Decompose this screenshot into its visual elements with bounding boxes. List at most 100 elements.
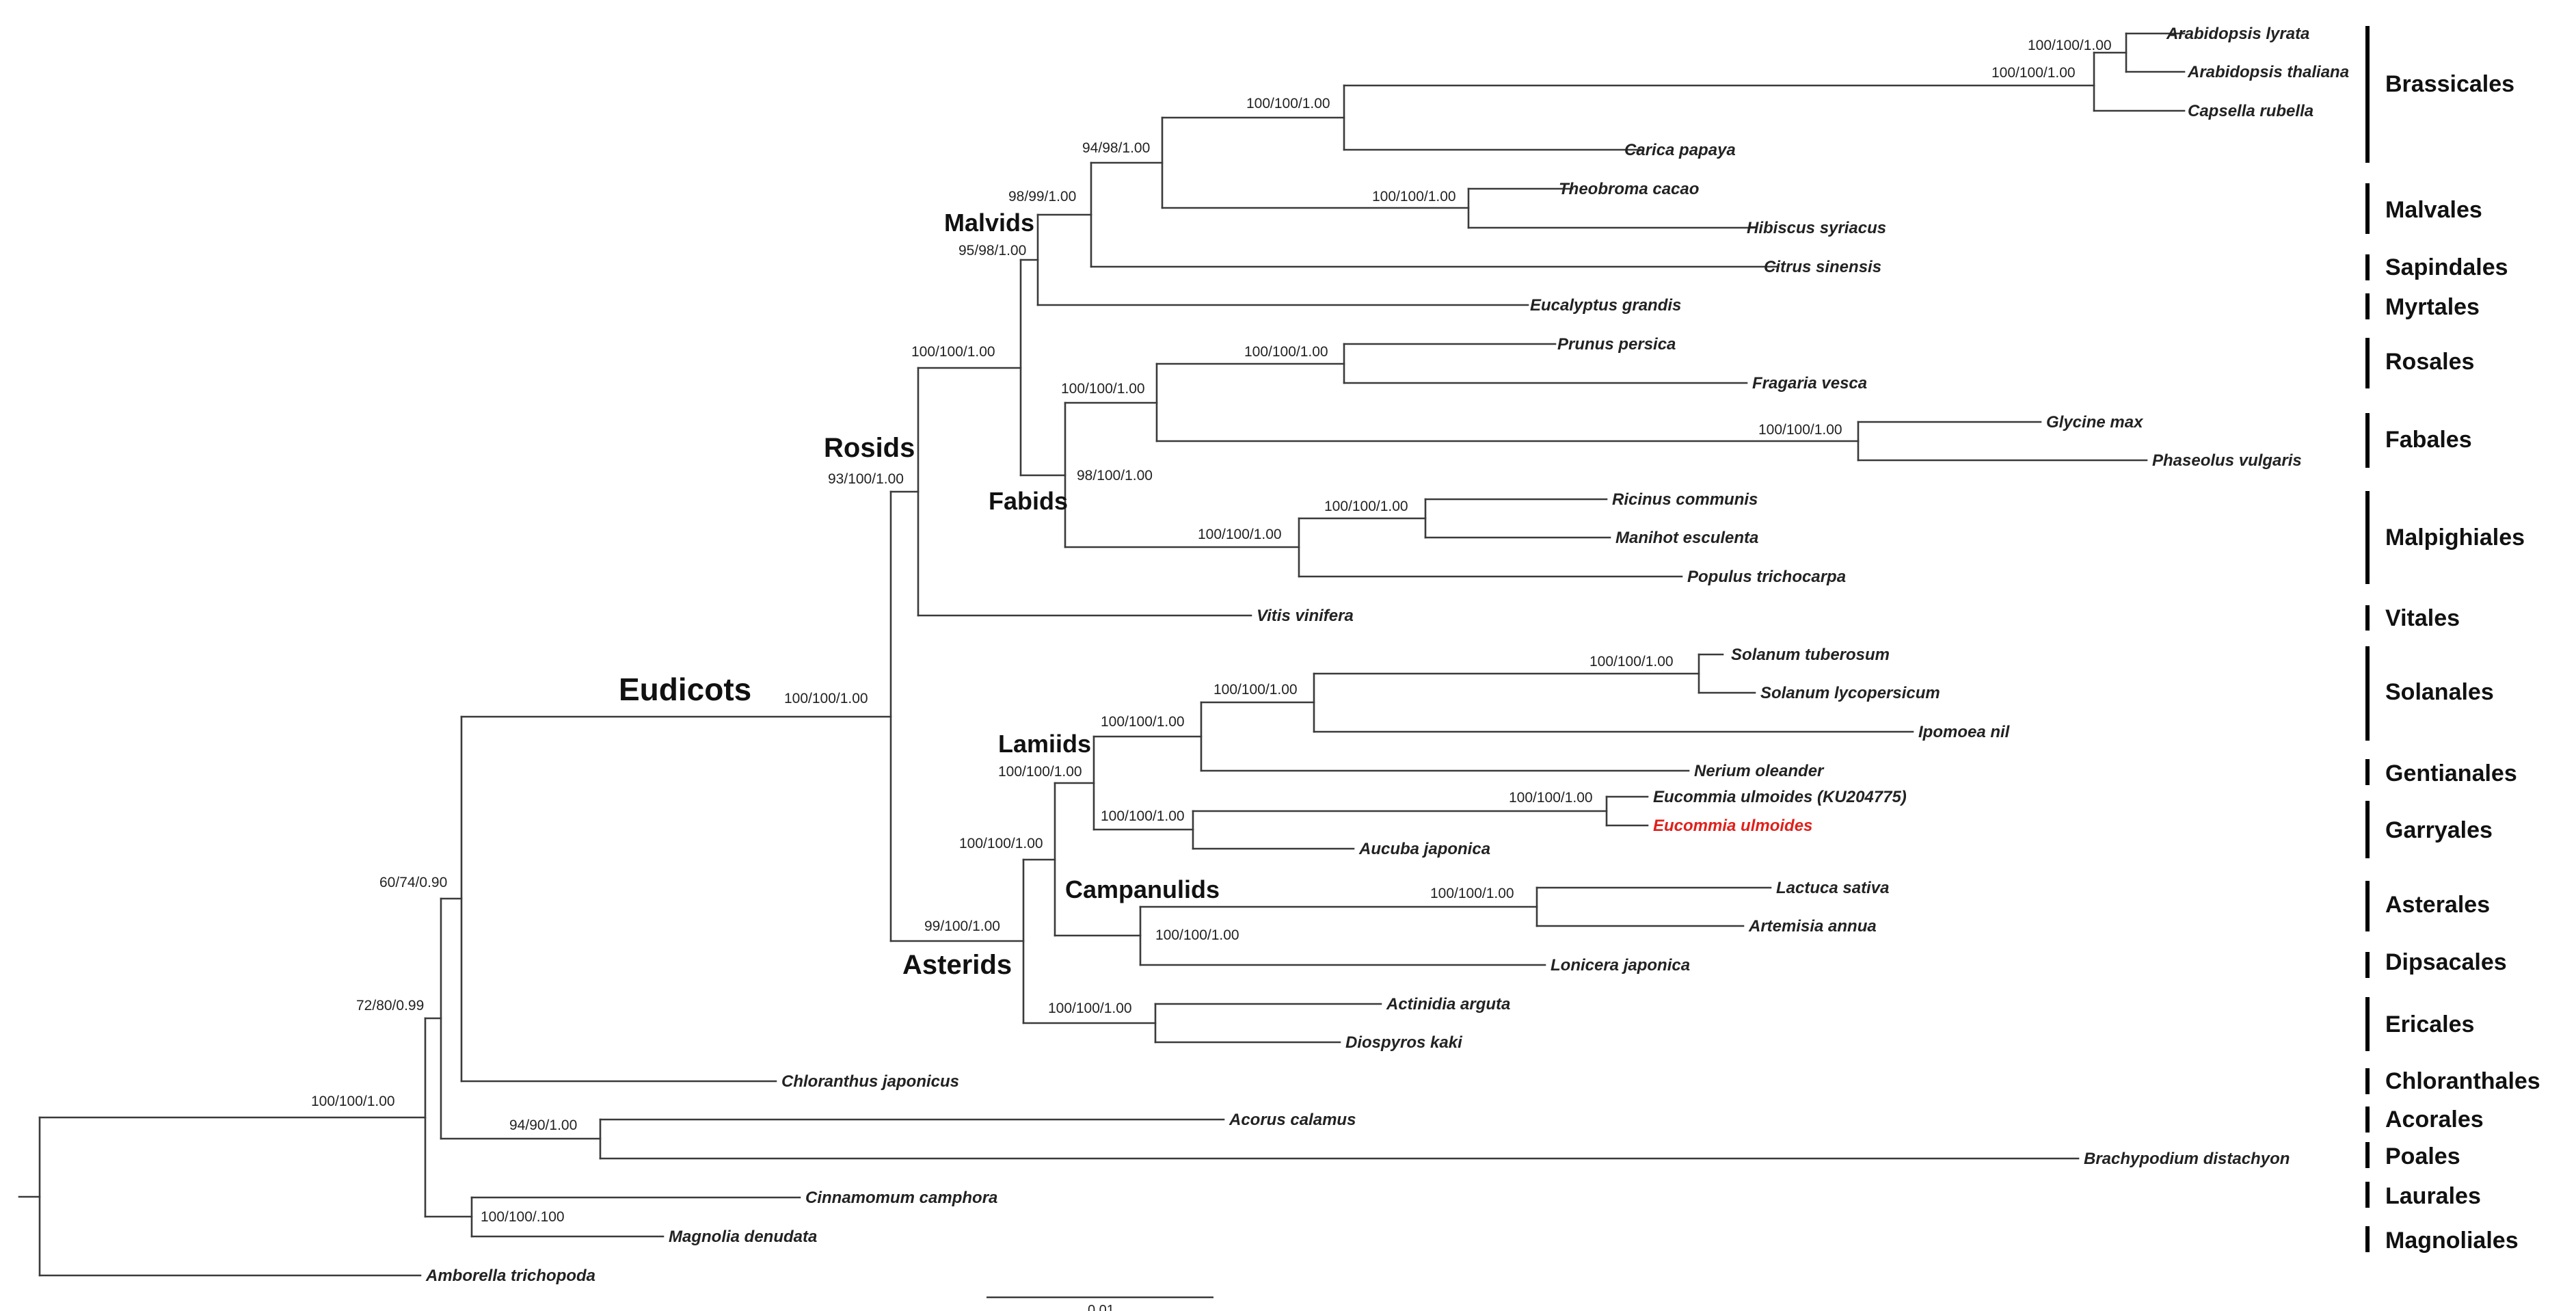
- order-asterales: Asterales: [2385, 892, 2490, 918]
- support-root: 100/100/1.00: [311, 1094, 395, 1109]
- order-annotations: Brassicales Malvales Sapindales Myrtales…: [2365, 26, 2540, 1254]
- support-rosales: 100/100/1.00: [1244, 344, 1328, 360]
- support-garryales: 100/100/1.00: [1101, 808, 1185, 824]
- tip-acorus-calamus: Acorus calamus: [1229, 1111, 1356, 1129]
- tip-populus-trichocarpa: Populus trichocarpa: [1687, 568, 1846, 586]
- support-magnoliids: 100/100/.100: [481, 1209, 565, 1225]
- tip-lonicera-japonica: Lonicera japonica: [1551, 956, 1690, 975]
- support-brass-carica: 100/100/1.00: [1246, 96, 1330, 111]
- tip-artemisia-annua: Artemisia annua: [1748, 917, 1877, 936]
- support-lam-camp: 100/100/1.00: [959, 836, 1043, 851]
- tip-eucalyptus-grandis: Eucalyptus grandis: [1530, 296, 1681, 315]
- support-solanales: 100/100/1.00: [1213, 682, 1298, 698]
- tip-nerium-oleander: Nerium oleander: [1694, 762, 1825, 780]
- tip-magnolia-denudata: Magnolia denudata: [669, 1228, 817, 1246]
- tip-glycine-max: Glycine max: [2046, 413, 2144, 432]
- tip-cinnamomum-camphora: Cinnamomum camphora: [805, 1189, 997, 1207]
- support-fabids: 98/100/1.00: [1077, 468, 1153, 484]
- support-eudicots: 100/100/1.00: [784, 691, 868, 706]
- support-eucommia: 100/100/1.00: [1509, 790, 1593, 806]
- tip-labels: Arabidopsis lyrata Arabidopsis thaliana …: [425, 25, 2349, 1285]
- tip-capsella-rubella: Capsella rubella: [2188, 102, 2313, 120]
- tip-diospyros-kaki: Diospyros kaki: [1345, 1033, 1463, 1052]
- support-lamiids: 100/100/1.00: [998, 764, 1082, 780]
- tip-prunus-persica: Prunus persica: [1557, 335, 1676, 354]
- support-ericales: 100/100/1.00: [1048, 1001, 1132, 1016]
- order-ericales: Ericales: [2385, 1011, 2474, 1037]
- scale-bar: 0.01: [987, 1296, 1213, 1311]
- order-acorales: Acorales: [2385, 1107, 2484, 1133]
- tip-brachypodium-distachyon: Brachypodium distachyon: [2084, 1150, 2290, 1168]
- support-ros-fab: 100/100/1.00: [1061, 381, 1145, 397]
- tip-theobroma-cacao: Theobroma cacao: [1559, 180, 1699, 198]
- support-solanum: 100/100/1.00: [1589, 654, 1674, 670]
- clade-fabids: Fabids: [989, 487, 1068, 515]
- tip-vitis-vinifera: Vitis vinifera: [1257, 607, 1354, 625]
- support-lam-sg: 100/100/1.00: [1101, 714, 1185, 730]
- order-myrtales: Myrtales: [2385, 294, 2480, 320]
- support-eud-chl: 60/74/0.90: [379, 875, 447, 890]
- order-garryales: Garryales: [2385, 817, 2493, 843]
- order-solanales: Solanales: [2385, 679, 2494, 705]
- tip-phaseolus-vulgaris: Phaseolus vulgaris: [2152, 451, 2302, 470]
- clade-campanulids: Campanulids: [1065, 875, 1220, 903]
- clade-lamiids: Lamiids: [998, 730, 1091, 758]
- tip-arabidopsis-lyrata: Arabidopsis lyrata: [2166, 25, 2309, 43]
- support-brass-inner: 100/100/1.00: [2028, 38, 2112, 53]
- order-malpighiales: Malpighiales: [2385, 525, 2525, 551]
- support-euph: 100/100/1.00: [1324, 499, 1408, 514]
- order-laurales: Laurales: [2385, 1183, 2481, 1209]
- tip-solanum-lycopersicum: Solanum lycopersicum: [1760, 684, 1940, 702]
- tip-chloranthus-japonicus: Chloranthus japonicus: [781, 1072, 959, 1091]
- order-magnoliales: Magnoliales: [2385, 1228, 2519, 1254]
- tip-aucuba-japonica: Aucuba japonica: [1358, 840, 1490, 858]
- support-94: 94/98/1.00: [1082, 140, 1150, 156]
- order-rosales: Rosales: [2385, 349, 2474, 375]
- tip-lactuca-sativa: Lactuca sativa: [1776, 879, 1889, 897]
- tip-eucommia-ulmoides: Eucommia ulmoides: [1653, 817, 1812, 835]
- support-rosids: 93/100/1.00: [828, 471, 904, 487]
- order-chloranthales: Chloranthales: [2385, 1068, 2540, 1094]
- support-monocots: 94/90/1.00: [509, 1117, 577, 1133]
- clade-labels: Eudicots Rosids Malvids Fabids Asterids …: [619, 209, 1220, 980]
- order-vitales: Vitales: [2385, 605, 2460, 631]
- scale-bar-label: 0.01: [1088, 1303, 1114, 1311]
- tip-arabidopsis-thaliana: Arabidopsis thaliana: [2187, 63, 2349, 81]
- tip-citrus-sinensis: Citrus sinensis: [1764, 258, 1881, 276]
- tip-amborella-trichopoda: Amborella trichopoda: [425, 1267, 595, 1285]
- tip-carica-papaya: Carica papaya: [1624, 141, 1736, 159]
- support-asterids: 99/100/1.00: [924, 918, 1000, 934]
- tip-hibiscus-syriacus: Hibiscus syriacus: [1747, 219, 1886, 237]
- clade-eudicots: Eudicots: [619, 672, 751, 707]
- support-brass: 100/100/1.00: [1991, 65, 2076, 81]
- order-dipsacales: Dipsacales: [2385, 949, 2507, 975]
- support-98: 98/99/1.00: [1008, 189, 1076, 204]
- order-sapindales: Sapindales: [2385, 254, 2508, 280]
- support-n72: 72/80/0.99: [356, 998, 424, 1014]
- tip-eucommia-ulmoides-ku204775: Eucommia ulmoides (KU204775): [1653, 788, 1907, 806]
- tip-manihot-esculenta: Manihot esculenta: [1615, 529, 1758, 547]
- support-campanulids: 100/100/1.00: [1155, 927, 1239, 943]
- support-values: 100/100/1.00 100/100/1.00 100/100/1.00 1…: [311, 38, 2112, 1225]
- tip-ipomoea-nil: Ipomoea nil: [1918, 723, 2011, 741]
- tip-solanum-tuberosum: Solanum tuberosum: [1731, 646, 1890, 664]
- clade-asterids: Asterids: [902, 950, 1012, 980]
- tip-actinidia-arguta: Actinidia arguta: [1386, 995, 1510, 1014]
- tree-branches: [18, 32, 2186, 1277]
- support-malpig: 100/100/1.00: [1198, 527, 1282, 542]
- order-poales: Poales: [2385, 1143, 2460, 1169]
- clade-rosids: Rosids: [824, 433, 915, 463]
- support-asterales: 100/100/1.00: [1430, 886, 1514, 901]
- tip-fragaria-vesca: Fragaria vesca: [1752, 374, 1867, 393]
- support-malvales: 100/100/1.00: [1372, 189, 1456, 204]
- support-malvids: 95/98/1.00: [958, 243, 1026, 259]
- support-fabales: 100/100/1.00: [1758, 422, 1842, 438]
- order-brassicales: Brassicales: [2385, 71, 2514, 97]
- order-gentianales: Gentianales: [2385, 760, 2517, 786]
- order-malvales: Malvales: [2385, 197, 2482, 223]
- tip-ricinus-communis: Ricinus communis: [1612, 490, 1758, 509]
- support-rosids-mf: 100/100/1.00: [911, 344, 995, 360]
- clade-malvids: Malvids: [944, 209, 1034, 237]
- order-fabales: Fabales: [2385, 427, 2472, 453]
